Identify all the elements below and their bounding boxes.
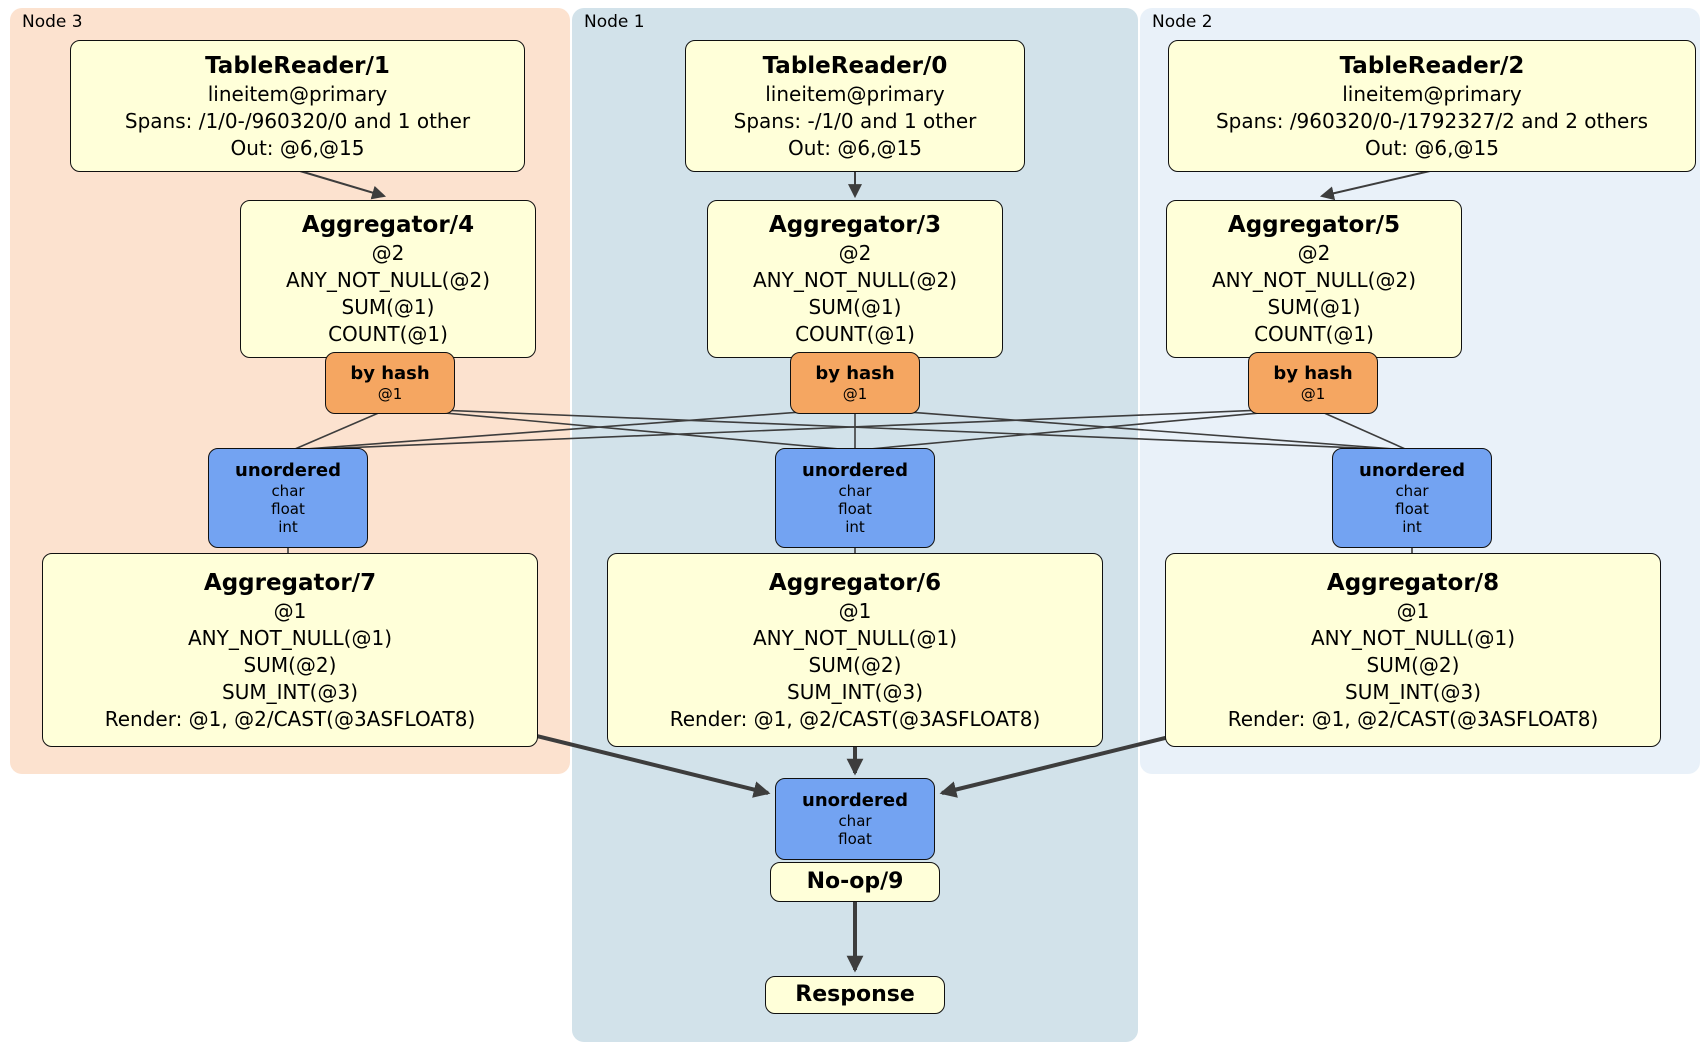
sync-detail: float [838, 830, 872, 848]
sync-detail: int [278, 518, 298, 536]
tablereader-0-node: TableReader/0 lineitem@primary Spans: -/… [685, 40, 1025, 172]
processor-title: Aggregator/6 [768, 569, 942, 596]
by-hash-router-node3: by hash @1 [325, 352, 455, 414]
unordered-sync-node2: unordered char float int [1332, 448, 1492, 548]
processor-detail: ANY_NOT_NULL(@1) [1311, 625, 1515, 650]
processor-detail: @2 [371, 241, 405, 265]
processor-detail: @1 [1396, 598, 1430, 623]
sync-detail: char [838, 482, 872, 500]
sync-detail: float [838, 500, 872, 518]
tablereader-1-node: TableReader/1 lineitem@primary Spans: /1… [70, 40, 525, 172]
processor-detail: ANY_NOT_NULL(@2) [286, 268, 490, 292]
node2-region-label: Node 2 [1152, 12, 1213, 32]
aggregator-7-node: Aggregator/7 @1 ANY_NOT_NULL(@1) SUM(@2)… [42, 553, 538, 747]
router-title: by hash [815, 363, 895, 384]
processor-detail: SUM(@2) [243, 652, 337, 677]
processor-detail: @2 [838, 241, 872, 265]
processor-title: No-op/9 [806, 869, 904, 894]
processor-detail: Render: @1, @2/CAST(@3ASFLOAT8) [1227, 706, 1599, 731]
tablereader-2-node: TableReader/2 lineitem@primary Spans: /9… [1168, 40, 1696, 172]
processor-detail: Spans: -/1/0 and 1 other [733, 108, 977, 133]
processor-title: Aggregator/7 [203, 569, 377, 596]
processor-detail: @1 [273, 598, 307, 623]
processor-title: TableReader/0 [762, 52, 948, 79]
sync-detail: int [1402, 518, 1422, 536]
unordered-sync-node3: unordered char float int [208, 448, 368, 548]
unordered-sync-node1: unordered char float int [775, 448, 935, 548]
aggregator-6-node: Aggregator/6 @1 ANY_NOT_NULL(@1) SUM(@2)… [607, 553, 1103, 747]
processor-detail: ANY_NOT_NULL(@2) [753, 268, 957, 292]
processor-detail: Spans: /1/0-/960320/0 and 1 other [124, 108, 471, 133]
distsql-plan-diagram: { "diagram": { "regions": [ {"label": "N… [10, 8, 1700, 1042]
router-detail: @1 [842, 385, 868, 403]
processor-detail: COUNT(@1) [1254, 322, 1374, 346]
router-detail: @1 [1300, 385, 1326, 403]
sync-detail: float [271, 500, 305, 518]
processor-detail: Spans: /960320/0-/1792327/2 and 2 others [1215, 108, 1648, 133]
processor-title: Aggregator/5 [1227, 212, 1401, 238]
processor-detail: SUM(@1) [341, 295, 435, 319]
processor-detail: ANY_NOT_NULL(@2) [1212, 268, 1416, 292]
processor-detail: SUM_INT(@3) [1345, 679, 1481, 704]
processor-detail: Out: @6,@15 [1365, 135, 1499, 160]
unordered-sync-final: unordered char float [775, 778, 935, 860]
sync-detail: int [845, 518, 865, 536]
processor-detail: COUNT(@1) [328, 322, 448, 346]
processor-detail: lineitem@primary [207, 81, 388, 106]
noop-node: No-op/9 [770, 862, 940, 902]
processor-detail: SUM(@1) [808, 295, 902, 319]
processor-title: TableReader/1 [205, 52, 390, 79]
processor-detail: @1 [838, 598, 872, 623]
sync-title: unordered [1359, 460, 1465, 481]
sync-detail: char [271, 482, 305, 500]
aggregator-5-node: Aggregator/5 @2 ANY_NOT_NULL(@2) SUM(@1)… [1166, 200, 1462, 358]
by-hash-router-node2: by hash @1 [1248, 352, 1378, 414]
processor-detail: SUM(@2) [808, 652, 902, 677]
processor-detail: ANY_NOT_NULL(@1) [188, 625, 392, 650]
processor-detail: lineitem@primary [1342, 81, 1522, 106]
processor-detail: lineitem@primary [765, 81, 945, 106]
processor-detail: ANY_NOT_NULL(@1) [753, 625, 957, 650]
aggregator-3-node: Aggregator/3 @2 ANY_NOT_NULL(@2) SUM(@1)… [707, 200, 1003, 358]
processor-detail: @2 [1297, 241, 1331, 265]
processor-detail: SUM(@2) [1366, 652, 1460, 677]
by-hash-router-node1: by hash @1 [790, 352, 920, 414]
sync-detail: char [1395, 482, 1429, 500]
router-title: by hash [350, 363, 430, 384]
processor-detail: SUM(@1) [1267, 295, 1361, 319]
processor-detail: Render: @1, @2/CAST(@3ASFLOAT8) [104, 706, 476, 731]
processor-title: TableReader/2 [1339, 52, 1525, 79]
aggregator-4-node: Aggregator/4 @2 ANY_NOT_NULL(@2) SUM(@1)… [240, 200, 536, 358]
node3-region-label: Node 3 [22, 12, 83, 32]
processor-title: Aggregator/4 [301, 212, 475, 238]
sync-title: unordered [802, 790, 908, 811]
router-detail: @1 [377, 385, 403, 403]
processor-title: Response [795, 982, 915, 1007]
sync-title: unordered [802, 460, 908, 481]
sync-detail: char [838, 812, 872, 830]
processor-title: Aggregator/3 [768, 212, 942, 238]
node1-region-label: Node 1 [584, 12, 645, 32]
response-node: Response [765, 976, 945, 1014]
processor-detail: Out: @6,@15 [230, 135, 365, 160]
processor-detail: SUM_INT(@3) [222, 679, 358, 704]
processor-title: Aggregator/8 [1326, 569, 1500, 596]
sync-detail: float [1395, 500, 1429, 518]
sync-title: unordered [235, 460, 341, 481]
processor-detail: Out: @6,@15 [788, 135, 922, 160]
aggregator-8-node: Aggregator/8 @1 ANY_NOT_NULL(@1) SUM(@2)… [1165, 553, 1661, 747]
router-title: by hash [1273, 363, 1353, 384]
processor-detail: Render: @1, @2/CAST(@3ASFLOAT8) [669, 706, 1041, 731]
processor-detail: SUM_INT(@3) [787, 679, 923, 704]
processor-detail: COUNT(@1) [795, 322, 915, 346]
